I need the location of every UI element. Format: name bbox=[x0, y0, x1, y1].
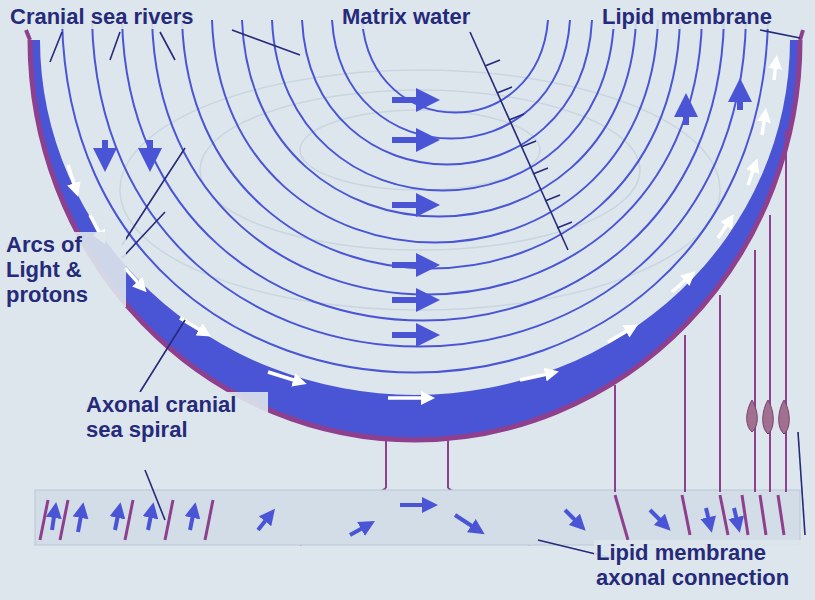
membrane-stripe bbox=[125, 500, 133, 540]
axon-flow-arrow bbox=[258, 515, 270, 530]
flow-arrow bbox=[147, 140, 153, 160]
flow-arrow bbox=[392, 97, 428, 103]
river-arc bbox=[302, 20, 592, 165]
river-arc bbox=[152, 20, 702, 295]
membrane-stripe bbox=[615, 495, 628, 540]
axon-tube bbox=[35, 490, 800, 545]
flow-arrow bbox=[683, 105, 689, 125]
axon-flow-arrow bbox=[78, 510, 82, 532]
flow-arrow bbox=[125, 268, 142, 287]
axon-flow-arrow bbox=[650, 510, 665, 525]
axon-flow-arrow bbox=[52, 510, 55, 530]
membrane-link bbox=[785, 130, 787, 492]
membrane-link bbox=[614, 385, 616, 492]
part-label: Matrix water bbox=[340, 4, 472, 29]
membrane-stripe bbox=[720, 495, 728, 535]
flow-arrow bbox=[392, 332, 428, 338]
axon-flow-arrow bbox=[455, 515, 478, 530]
flow-arrow bbox=[102, 140, 108, 160]
river-arc bbox=[182, 20, 680, 269]
river-arc bbox=[92, 20, 746, 347]
river-arc bbox=[122, 20, 724, 321]
flow-arrow bbox=[718, 220, 730, 238]
membrane-stripe bbox=[40, 500, 48, 540]
axon-flow-arrow bbox=[190, 510, 194, 530]
flow-arrow bbox=[608, 328, 632, 342]
membrane-stripe bbox=[778, 495, 784, 535]
membrane-links bbox=[615, 130, 786, 492]
flow-arrow bbox=[268, 372, 300, 382]
part-label: Arcs of Light & protons bbox=[4, 232, 126, 307]
membrane-stripe bbox=[742, 495, 748, 535]
river-arc bbox=[272, 20, 614, 191]
flow-arrow bbox=[392, 137, 428, 143]
membrane-link bbox=[684, 335, 686, 492]
axon-stripes bbox=[40, 495, 784, 540]
river-arc bbox=[332, 20, 570, 139]
river-arc bbox=[362, 20, 548, 113]
membrane-link bbox=[754, 250, 756, 492]
leader-lines bbox=[50, 30, 805, 558]
axon-flow-arrow bbox=[734, 508, 738, 525]
neuron-cells bbox=[747, 400, 790, 434]
membrane-stripe bbox=[60, 500, 68, 540]
membrane-stripe bbox=[760, 495, 766, 535]
flow-arrow bbox=[748, 165, 755, 185]
axon-flow-arrow bbox=[706, 508, 710, 525]
axon-flow-arrow bbox=[148, 510, 152, 530]
membrane-stripe bbox=[682, 495, 690, 535]
flow-arrow bbox=[68, 165, 76, 190]
flow-arrow bbox=[737, 90, 743, 110]
flow-arrow bbox=[774, 62, 776, 80]
flow-arrow bbox=[392, 297, 428, 303]
part-label: Lipid membrane bbox=[600, 4, 774, 29]
axon-flow-arrow bbox=[565, 510, 580, 525]
membrane-link bbox=[769, 215, 771, 492]
lipid-membrane-top bbox=[26, 30, 803, 40]
part-label: Lipid membrane axonal connection bbox=[594, 540, 812, 590]
river-arc bbox=[62, 20, 768, 373]
part-label: Axonal cranial sea spiral bbox=[84, 392, 268, 442]
flow-arrow bbox=[672, 276, 690, 292]
flow-arrow bbox=[520, 373, 552, 380]
membrane-link bbox=[719, 295, 721, 492]
flow-arrow bbox=[180, 318, 205, 333]
membrane-stripe bbox=[165, 500, 173, 540]
flow-arrow bbox=[388, 396, 428, 400]
flow-arrow bbox=[392, 262, 428, 268]
flow-arrows bbox=[68, 62, 776, 398]
river-arcs bbox=[62, 20, 768, 373]
part-label: Cranial sea rivers bbox=[8, 4, 195, 29]
axon-flow-arrow bbox=[115, 510, 119, 530]
axon-flow-arrow bbox=[400, 503, 430, 507]
axon-flow-arrow bbox=[350, 525, 368, 535]
river-arc bbox=[212, 20, 658, 243]
flow-arrow bbox=[392, 202, 428, 208]
flow-arrow bbox=[762, 115, 765, 135]
river-arc bbox=[242, 20, 636, 217]
membrane-stripe bbox=[205, 500, 213, 540]
